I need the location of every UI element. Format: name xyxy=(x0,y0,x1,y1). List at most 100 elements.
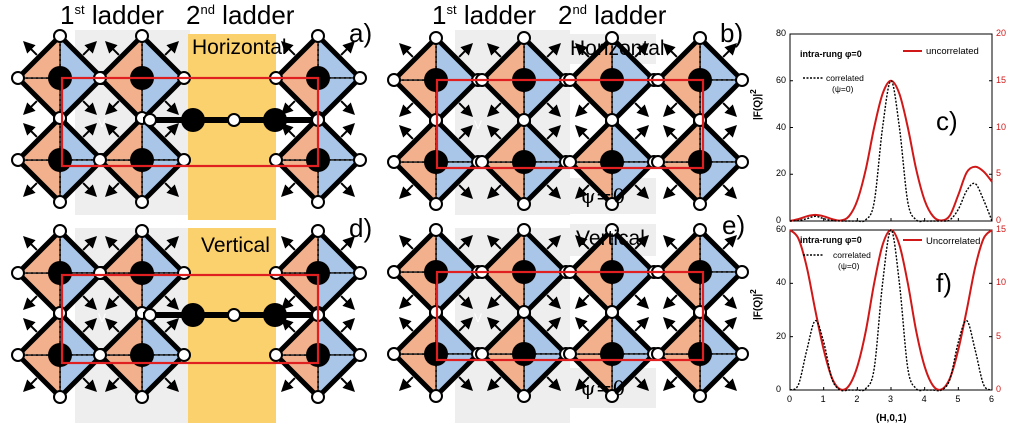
y-tick-label-right: 5 xyxy=(996,168,1002,179)
oxygen-atom xyxy=(53,111,67,125)
spin-arrow xyxy=(663,184,678,199)
spin-arrow xyxy=(82,41,97,56)
dimer-bridge-a xyxy=(143,108,325,132)
oxygen-atom xyxy=(475,347,489,361)
x-tick-label: 1 xyxy=(820,394,826,404)
spin-arrow xyxy=(458,102,473,117)
legend-title-c: intra-rung φ=0 xyxy=(800,49,862,59)
spin-arrow xyxy=(546,294,561,309)
bridge-oxygen xyxy=(227,113,241,127)
spin-arrow xyxy=(399,294,414,309)
spin-arrow xyxy=(23,318,38,333)
spin-arrow xyxy=(546,102,561,117)
spin-arrow xyxy=(164,295,179,310)
spin-arrow xyxy=(105,318,120,333)
spin-arrow xyxy=(458,43,473,58)
spin-arrow xyxy=(23,100,38,115)
metal-atom xyxy=(600,342,624,366)
spin-arrow xyxy=(487,294,502,309)
spin-arrow xyxy=(164,100,179,115)
spin-arrow xyxy=(546,43,561,58)
oxygen-atom xyxy=(353,71,367,85)
oxygen-atom xyxy=(605,389,619,403)
spin-arrow xyxy=(340,182,355,197)
oxygen-atom xyxy=(693,31,707,45)
spin-arrow xyxy=(399,125,414,140)
oxygen-atom xyxy=(517,223,531,237)
vertical-label-d: Vertical xyxy=(201,234,270,257)
oxygen-atom xyxy=(135,390,149,404)
oxygen-atom xyxy=(605,113,619,127)
y-tick-label-left: 20 xyxy=(776,330,787,341)
bridge-metal xyxy=(181,108,205,132)
oxygen-atom xyxy=(429,197,443,211)
oxygen-atom xyxy=(269,348,283,362)
metal-atom xyxy=(48,66,72,90)
spin-arrow xyxy=(458,125,473,140)
spin-arrow xyxy=(458,317,473,332)
oxygen-atom xyxy=(53,224,67,238)
lattice-b xyxy=(387,31,749,211)
spin-arrow xyxy=(82,236,97,251)
horizontal-label-b: Horizontal xyxy=(570,37,665,60)
spin-arrow xyxy=(164,236,179,251)
spin-arrow xyxy=(23,295,38,310)
oxygen-atom xyxy=(517,113,531,127)
spin-arrow xyxy=(164,123,179,138)
spin-arrow xyxy=(663,376,678,391)
y-tick-label-left: 80 xyxy=(776,28,787,38)
spin-arrow xyxy=(340,318,355,333)
spin-arrow xyxy=(164,377,179,392)
oxygen-atom xyxy=(53,306,67,320)
oxygen-atom xyxy=(517,31,531,45)
spin-arrow xyxy=(546,125,561,140)
psi-label-b: ψ=0 xyxy=(580,184,626,208)
spin-arrow xyxy=(399,376,414,391)
y-tick-label-right: 15 xyxy=(996,74,1007,85)
spin-arrow xyxy=(23,377,38,392)
unit-cell-box-e xyxy=(435,270,705,362)
oxygen-atom xyxy=(177,348,191,362)
spin-arrow xyxy=(281,182,296,197)
spin-arrow xyxy=(722,317,737,332)
oxygen-atom xyxy=(11,71,25,85)
oxygen-atom xyxy=(53,29,67,43)
y-tick-label-right: 5 xyxy=(996,330,1002,341)
oxygen-atom xyxy=(53,390,67,404)
spin-arrow xyxy=(575,102,590,117)
oxygen-atom xyxy=(651,347,665,361)
spin-arrow xyxy=(487,235,502,250)
y-tick-label-right: 0 xyxy=(996,384,1002,394)
spin-arrow xyxy=(340,100,355,115)
lattice-e xyxy=(387,223,749,403)
psi-label-e: ψ=0 xyxy=(580,376,626,400)
spin-arrow xyxy=(164,41,179,56)
spin-arrow xyxy=(281,100,296,115)
spin-arrow xyxy=(105,377,120,392)
y-tick-label-left: 40 xyxy=(776,121,787,132)
oxygen-atom xyxy=(693,113,707,127)
spin-arrow xyxy=(575,184,590,199)
oxygen-atom xyxy=(605,305,619,319)
oxygen-atom xyxy=(429,389,443,403)
oxygen-atom xyxy=(387,73,401,87)
dimer-bridge-d xyxy=(143,303,325,327)
y-tick-label-left: 60 xyxy=(776,224,787,234)
oxygen-atom xyxy=(135,29,149,43)
oxygen-atom xyxy=(135,224,149,238)
spin-arrow xyxy=(663,317,678,332)
legend-corr-c: correlated xyxy=(826,73,864,83)
legend-corr-f: correlated xyxy=(833,250,871,260)
oxygen-atom xyxy=(11,348,25,362)
oxygen-atom xyxy=(517,305,531,319)
spin-arrow xyxy=(458,184,473,199)
oxygen-atom xyxy=(177,266,191,280)
spin-arrow xyxy=(164,182,179,197)
spin-arrow xyxy=(105,295,120,310)
ladder1-title-b: 1st ladder xyxy=(432,0,537,30)
oxygen-atom xyxy=(735,347,749,361)
oxygen-atom xyxy=(269,153,283,167)
oxygen-atom xyxy=(563,347,577,361)
series-uncorrelated-line xyxy=(789,79,993,222)
series-correlated-line xyxy=(789,229,993,392)
